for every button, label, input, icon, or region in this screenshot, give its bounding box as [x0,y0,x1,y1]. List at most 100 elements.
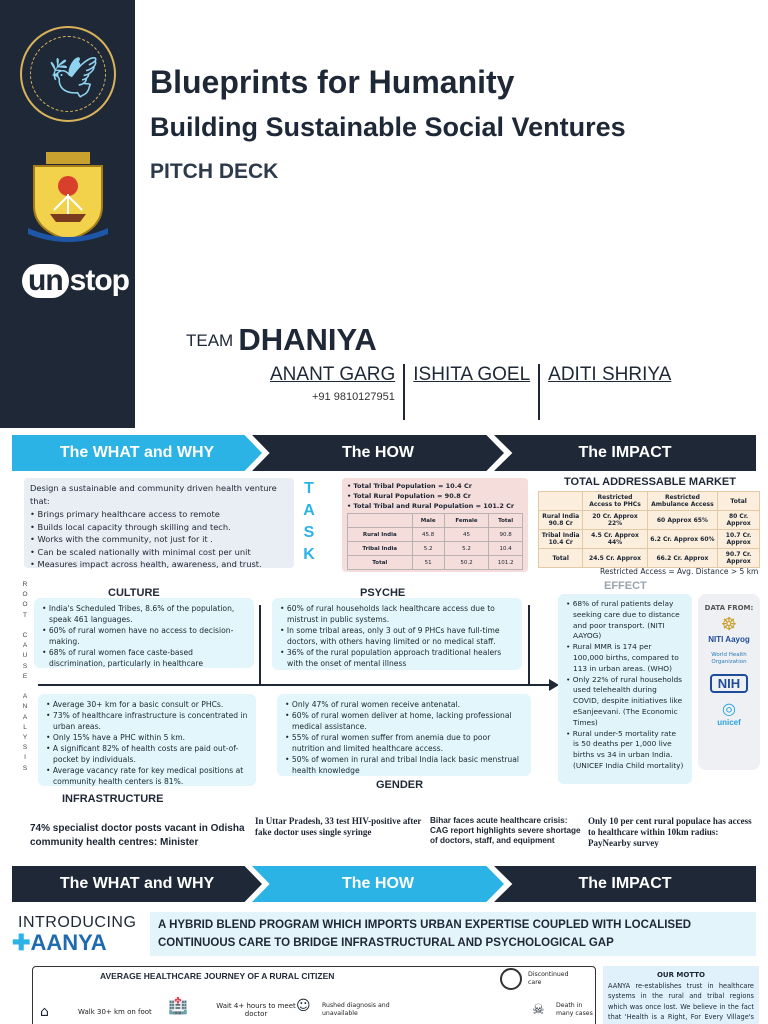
who-logo: World Health Organization [711,652,747,665]
list-item: Rural under-5 mortality rate is 50 death… [566,729,684,772]
list-item: Average vacancy rate for key medical pos… [46,765,248,787]
house-icon: ⌂ [40,1004,49,1020]
person-icon: ✚ [12,930,31,955]
news-clip: 74% specialist doctor posts vacant in Od… [30,823,245,848]
hospital-icon: 🏥 [168,996,188,1015]
culture-card: India's Scheduled Tribes, 8.6% of the po… [34,598,254,668]
task-acronym: T A S K [303,480,315,563]
tam-note: Restricted Access = Avg. Distance > 5 km [600,567,759,576]
list-item: 60% of rural households lack healthcare … [280,603,514,625]
journey-title: AVERAGE HEALTHCARE JOURNEY OF A RURAL CI… [100,971,335,981]
journey-step: Death in many cases [556,1002,593,1017]
dove-icon: 🕊 [48,55,99,101]
cause-effect-arrow [38,684,552,686]
member-name: ANANT GARG [270,364,396,385]
journey-step: Walk 30+ km on foot [78,1008,152,1016]
stop-icon [500,968,522,990]
infrastructure-label: INFRASTRUCTURE [62,793,164,805]
banner-impact: The IMPACT [494,866,756,902]
unicef-logo: unicef [717,718,741,727]
doctor-icon: ☺ [296,998,311,1014]
effect-label: EFFECT [604,580,647,592]
list-item: 60% of rural women deliver at home, lack… [285,710,523,732]
news-clip: Only 10 per cent rural populace has acce… [588,816,752,848]
list-item: 73% of healthcare infrastructure is conc… [46,710,248,732]
ehsaas-logo: 🕊 [20,26,116,122]
section-banner: The WHAT and WHY The HOW The IMPACT [12,435,756,471]
data-sources: DATA FROM: ☸ NITI Aayog World Health Org… [698,594,760,770]
deck-label: PITCH DECK [150,160,279,183]
globe-icon: ◎ [722,699,736,718]
population-box: Total Tribal Population = 10.4 Cr Total … [342,478,528,572]
list-item: 68% of rural women face caste-based disc… [42,647,246,669]
list-item: Rural MMR is 174 per 100,000 births, com… [566,642,684,674]
list-item: Builds local capacity through skilling a… [30,521,288,534]
program-pitch: A HYBRID BLEND PROGRAM WHICH IMPORTS URB… [150,912,756,956]
infrastructure-card: Average 30+ km for a basic consult or PH… [38,694,256,786]
journey-panel [32,966,596,1024]
member-name: ADITI SHRIYA [548,364,672,385]
aanya-logo: ✚AANYA [12,930,107,955]
list-item: In some tribal areas, only 3 out of 9 PH… [280,625,514,647]
list-item: Brings primary healthcare access to remo… [30,508,288,521]
banner-how: The HOW [252,435,504,471]
connector-line [528,605,530,685]
journey-step: Discontinued care [528,971,569,986]
gender-label: GENDER [376,779,424,791]
list-item: 60% of rural women have no access to dec… [42,625,246,647]
list-item: Only 15% have a PHC within 5 km. [46,732,248,743]
page-title: Blueprints for Humanity [150,64,515,100]
arrow-head-icon [549,679,559,691]
culture-label: CULTURE [108,587,160,599]
journey-step: Wait 4+ hours to meet doctor [216,1002,296,1018]
page-subtitle: Building Sustainable Social Ventures [150,112,626,142]
member-name: ISHITA GOEL [413,364,531,385]
section-banner: The WHAT and WHY The HOW The IMPACT [12,866,756,902]
team-members: ANANT GARG ISHITA GOEL ADITI SHRIYA [262,364,679,420]
emblem-icon: ☸ [720,614,738,635]
banner-what: The WHAT and WHY [12,866,262,902]
list-item: A significant 82% of health costs are pa… [46,743,248,765]
team-name: DHANIYA [238,322,377,357]
list-item: Only 47% of rural women receive antenata… [285,699,523,710]
banner-impact: The IMPACT [494,435,756,471]
phone-number: +91 9810127951 [312,391,395,403]
list-item: 68% of rural patients delay seeking care… [566,599,684,642]
psyche-label: PSYCHE [360,587,406,599]
connector-line [259,605,261,685]
college-crest-icon [28,152,108,242]
journey-step: Rushed diagnosis and unavailable [322,1002,390,1017]
motto-box: OUR MOTTO AANYA re-establishes trust in … [603,966,759,1024]
psyche-card: 60% of rural households lack healthcare … [272,598,522,670]
skull-icon: ☠ [532,1002,545,1018]
list-item: Can be scaled nationally with minimal co… [30,546,288,559]
list-item: 36% of the rural population approach tra… [280,647,514,669]
team-heading: TEAM DHANIYA [186,322,377,357]
tam-title: TOTAL ADDRESSABLE MARKET [564,476,736,488]
intro-label: INTRODUCING [18,914,137,931]
list-item: Only 22% of rural households used telehe… [566,675,684,729]
list-item: India's Scheduled Tribes, 8.6% of the po… [42,603,246,625]
list-item: 50% of women in rural and tribal India l… [285,754,523,776]
list-item: Measures impact across health, awareness… [30,558,288,571]
effect-card: 68% of rural patients delay seeking care… [558,594,692,784]
list-item: 55% of rural women suffer from anemia du… [285,732,523,754]
list-item: Average 30+ km for a basic consult or PH… [46,699,248,710]
gender-card: Only 47% of rural women receive antenata… [277,694,531,776]
list-item: Works with the community, not just for i… [30,533,288,546]
task-box: Design a sustainable and community drive… [24,478,294,571]
niti-logo: NITI Aayog [708,635,750,644]
nih-logo: NIH [710,674,748,693]
news-clip: Bihar faces acute healthcare crisis: CAG… [430,816,581,845]
